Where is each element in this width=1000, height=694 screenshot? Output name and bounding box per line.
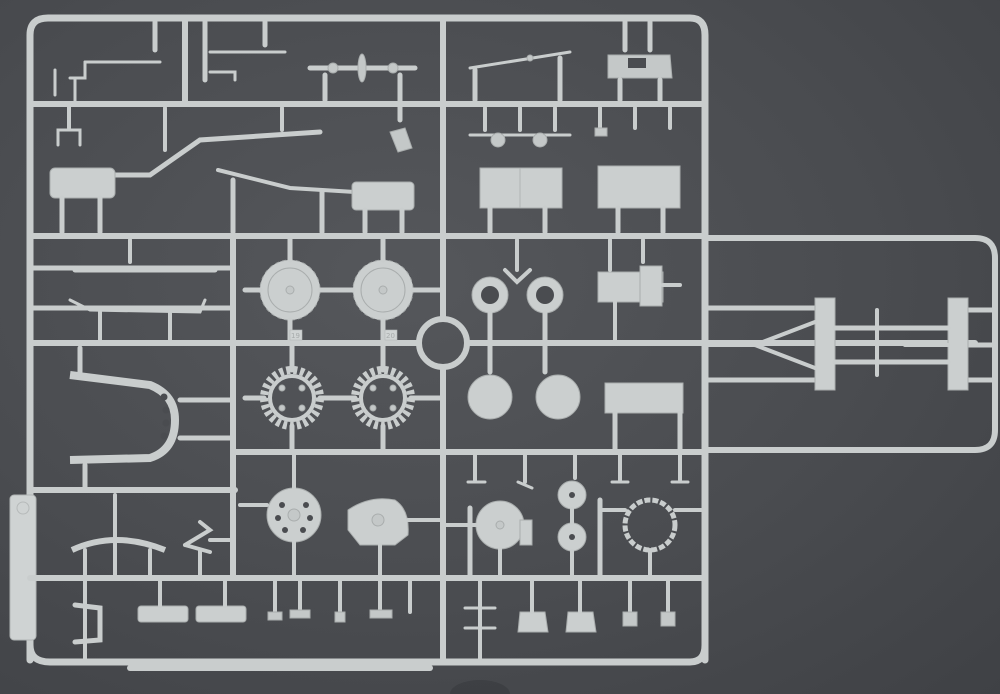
small-parts-row <box>468 106 672 148</box>
battery-box <box>597 165 681 235</box>
sprocket-wheels <box>242 233 446 455</box>
steering-linkage <box>53 19 162 147</box>
part-tag-20: 20 <box>386 332 395 340</box>
differential-housing <box>347 498 445 580</box>
hub-castings <box>471 238 564 375</box>
road-wheel-discs <box>467 374 581 420</box>
drag-link <box>68 298 207 342</box>
shift-rod <box>468 50 572 103</box>
drive-axle <box>307 53 418 153</box>
chassis-frame <box>703 297 969 391</box>
part-tag-19: 19 <box>291 332 300 340</box>
bell-crank <box>183 520 235 580</box>
gearbox <box>597 238 682 345</box>
lower-right-parts <box>463 576 676 662</box>
exhaust-muffler-left <box>49 167 116 235</box>
internal-runners <box>27 15 998 665</box>
sprue-id-tab <box>9 494 37 641</box>
exhaust-pipe-2 <box>216 168 357 235</box>
spoked-wheel <box>238 450 322 580</box>
transfer-case <box>604 382 684 455</box>
ring-gear <box>598 497 707 580</box>
flanges <box>557 480 587 580</box>
axle-brackets-bottom <box>72 576 247 662</box>
dark-object <box>450 680 510 694</box>
fuel-tank <box>479 167 563 235</box>
part-tags-center: 19 20 <box>289 329 398 341</box>
tie-rod <box>72 238 218 273</box>
transmission-mount <box>607 19 673 103</box>
small-fittings-bottom <box>267 576 412 623</box>
exhaust-muffler-right <box>351 181 415 235</box>
linkage-arm-2 <box>202 19 287 83</box>
front-axle-bracket <box>69 345 236 493</box>
sprue-frame <box>9 14 998 671</box>
small-levers-row <box>466 450 690 490</box>
gate-ring <box>416 316 470 370</box>
brake-drum <box>441 500 533 580</box>
leaf-spring <box>70 493 167 580</box>
exhaust-pipe-1 <box>112 106 323 178</box>
